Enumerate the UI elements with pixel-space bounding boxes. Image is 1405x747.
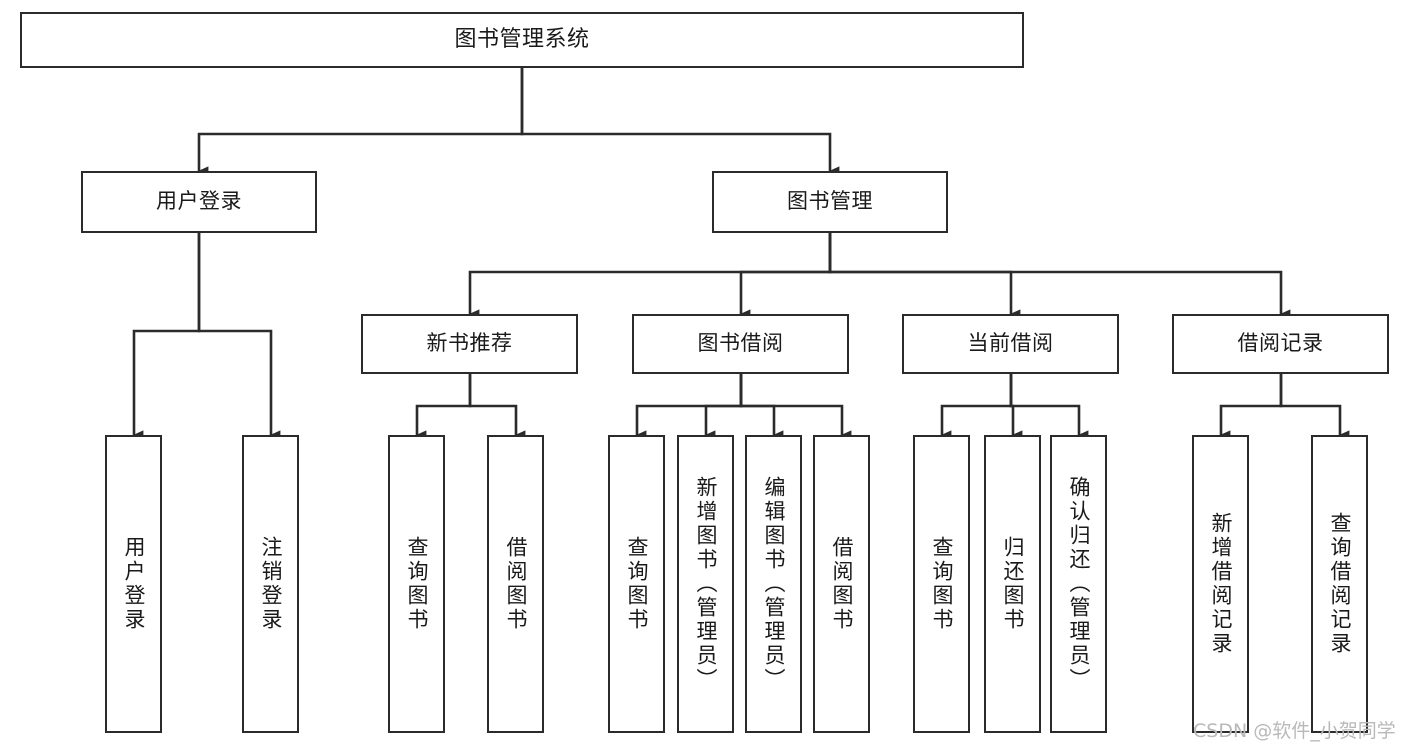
node-l-bo-add[interactable]: 新增图书（管理员） bbox=[677, 435, 734, 733]
edge-login-to-l-login bbox=[132, 233, 201, 440]
node-label-bookmgmt: 图书管理 bbox=[787, 189, 873, 214]
edge-bookmgmt-to-current bbox=[828, 233, 1021, 319]
watermark-text: CSDN @软件_小贺同学 bbox=[1193, 720, 1396, 742]
node-l-re-add[interactable]: 新增借阅记录 bbox=[1192, 435, 1249, 733]
node-l-bo-lend[interactable]: 借阅图书 bbox=[813, 435, 870, 733]
node-label-l-cu-query: 查询图书 bbox=[930, 536, 954, 632]
edge-borrow-to-l-bo-query bbox=[635, 374, 743, 440]
node-records[interactable]: 借阅记录 bbox=[1172, 314, 1389, 374]
edge-bookmgmt-to-newbook bbox=[468, 233, 832, 319]
node-login[interactable]: 用户登录 bbox=[81, 171, 317, 233]
node-label-l-logout: 注销登录 bbox=[259, 536, 283, 632]
node-l-bo-query[interactable]: 查询图书 bbox=[608, 435, 665, 733]
node-label-current: 当前借阅 bbox=[967, 331, 1054, 356]
node-label-records: 借阅记录 bbox=[1237, 331, 1324, 356]
node-bookmgmt[interactable]: 图书管理 bbox=[712, 171, 948, 233]
node-label-l-bo-query: 查询图书 bbox=[625, 536, 649, 632]
node-l-nb-query[interactable]: 查询图书 bbox=[388, 435, 445, 733]
edge-newbook-to-l-nb-query bbox=[415, 374, 472, 440]
node-root[interactable]: 图书管理系统 bbox=[20, 12, 1024, 68]
edge-root-to-bookmgmt bbox=[520, 68, 840, 176]
node-label-newbook: 新书推荐 bbox=[426, 331, 513, 356]
edge-root-to-login bbox=[197, 68, 524, 176]
node-label-l-bo-edit: 编辑图书（管理员） bbox=[762, 476, 786, 692]
node-l-cu-query[interactable]: 查询图书 bbox=[913, 435, 970, 733]
node-borrow[interactable]: 图书借阅 bbox=[632, 314, 849, 374]
node-label-l-cu-return: 归还图书 bbox=[1001, 536, 1025, 632]
edge-borrow-to-l-bo-add bbox=[704, 374, 743, 440]
node-label-l-bo-lend: 借阅图书 bbox=[830, 536, 854, 632]
node-l-bo-edit[interactable]: 编辑图书（管理员） bbox=[745, 435, 802, 733]
node-label-l-re-add: 新增借阅记录 bbox=[1209, 512, 1233, 656]
edge-current-to-l-cu-query bbox=[940, 374, 1013, 440]
edge-current-to-l-cu-return bbox=[1009, 374, 1023, 440]
node-label-root: 图书管理系统 bbox=[454, 26, 590, 52]
node-l-nb-borrow[interactable]: 借阅图书 bbox=[487, 435, 544, 733]
edge-bookmgmt-to-borrow bbox=[739, 233, 832, 319]
edge-borrow-to-l-bo-edit bbox=[739, 374, 784, 440]
node-label-l-login: 用户登录 bbox=[122, 536, 146, 632]
node-l-logout[interactable]: 注销登录 bbox=[242, 435, 299, 733]
node-label-l-bo-add: 新增图书（管理员） bbox=[694, 476, 718, 692]
edge-paths bbox=[132, 68, 1350, 440]
node-label-l-cu-conf: 确认归还（管理员） bbox=[1067, 476, 1091, 692]
node-label-l-re-query: 查询借阅记录 bbox=[1328, 512, 1352, 656]
node-newbook[interactable]: 新书推荐 bbox=[361, 314, 578, 374]
edge-current-to-l-cu-conf bbox=[1009, 374, 1089, 440]
edge-records-to-l-re-query bbox=[1279, 374, 1350, 440]
node-label-l-nb-query: 查询图书 bbox=[405, 536, 429, 632]
node-current[interactable]: 当前借阅 bbox=[902, 314, 1119, 374]
node-l-cu-conf[interactable]: 确认归还（管理员） bbox=[1050, 435, 1107, 733]
node-label-borrow: 图书借阅 bbox=[697, 331, 784, 356]
edge-borrow-to-l-bo-lend bbox=[739, 374, 852, 440]
node-l-login[interactable]: 用户登录 bbox=[105, 435, 162, 733]
edge-newbook-to-l-nb-borrow bbox=[468, 374, 526, 440]
node-l-re-query[interactable]: 查询借阅记录 bbox=[1311, 435, 1368, 733]
edge-records-to-l-re-add bbox=[1219, 374, 1283, 440]
edge-bookmgmt-to-records bbox=[828, 233, 1291, 319]
node-label-l-nb-borrow: 借阅图书 bbox=[504, 536, 528, 632]
node-label-login: 用户登录 bbox=[156, 189, 242, 214]
node-l-cu-return[interactable]: 归还图书 bbox=[984, 435, 1041, 733]
edge-login-to-l-logout bbox=[197, 233, 281, 440]
